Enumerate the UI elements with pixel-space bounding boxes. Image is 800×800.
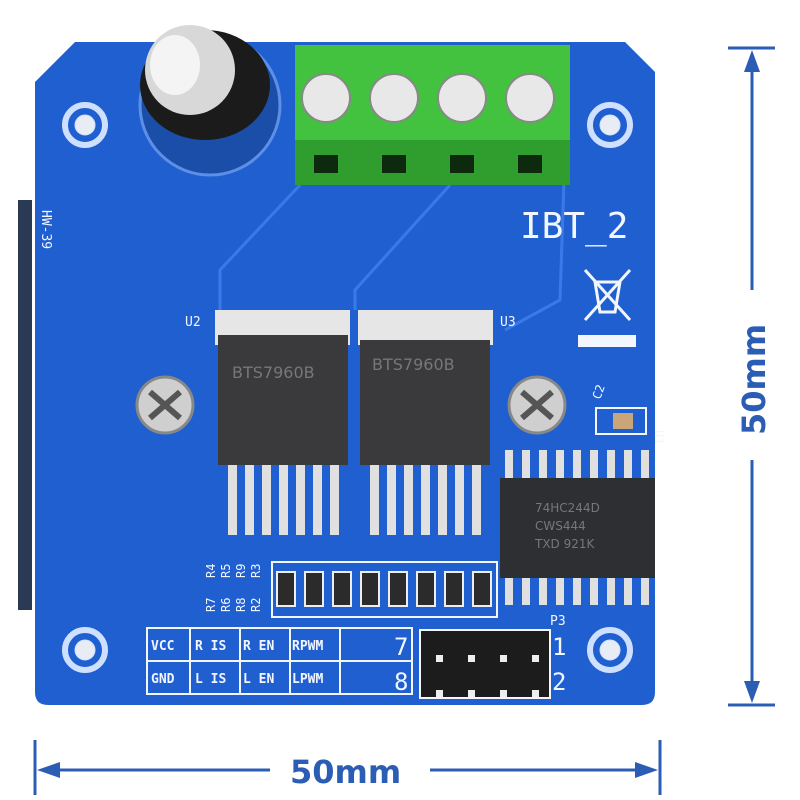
c2-capacitor: [613, 413, 633, 429]
chip-u3: BTS7960B: [358, 310, 493, 535]
u3-label: U3: [500, 315, 516, 330]
board-title: IBT_2: [520, 206, 628, 247]
c2-outline: [595, 407, 647, 435]
mounting-holes: [62, 102, 633, 673]
pin-label-lpwm: LPWM: [292, 672, 323, 687]
c2-label: C2: [590, 383, 608, 401]
svg-text:R2: R2: [249, 598, 263, 612]
u1-part-number: 74HC244D: [535, 501, 600, 515]
svg-text:R7: R7: [204, 598, 218, 612]
electrolytic-capacitor: [138, 25, 282, 177]
svg-text:R9: R9: [234, 564, 248, 578]
svg-text:R6: R6: [219, 598, 233, 612]
pin-label-table: VCC R IS R EN RPWM GND L IS L EN LPWM 7 …: [146, 614, 566, 696]
svg-text:R4: R4: [204, 564, 218, 578]
pin-number-7: 7: [394, 633, 408, 661]
width-dimension: [33, 740, 662, 795]
svg-text:R5: R5: [219, 564, 233, 578]
pcb-edge-shadow: [18, 200, 32, 610]
pin-label-r-en: R EN: [243, 639, 274, 654]
svg-text:R8: R8: [234, 598, 248, 612]
height-dimension: [728, 46, 775, 707]
pin-number-1: 1: [552, 633, 566, 661]
pin-label-l-en: L EN: [243, 672, 274, 687]
pin-number-2: 2: [552, 668, 566, 696]
pin-label-r-is: R IS: [195, 639, 226, 654]
resistor-labels: R4 R5 R9 R3 R7 R6 R8 R2: [204, 564, 263, 612]
u1-label: U1: [652, 430, 666, 444]
width-dimension-label: 50mm: [290, 753, 401, 791]
pin-label-gnd: GND: [151, 672, 175, 687]
svg-text:R3: R3: [249, 564, 263, 578]
chip-u2: BTS7960B: [215, 310, 350, 535]
u1-marking-2: CWS444: [535, 519, 586, 533]
resistor-array: [271, 561, 498, 618]
pin-label-rpwm: RPWM: [292, 639, 323, 654]
pin-label-l-is: L IS: [195, 672, 226, 687]
pcb-traces: [218, 149, 567, 332]
height-dimension-label: 50mm: [735, 324, 773, 435]
pin-header-p3: [419, 629, 551, 699]
screws: [135, 375, 567, 435]
screw-terminal-block: [295, 45, 570, 185]
board-model: HW-39: [38, 210, 53, 249]
u2-part-number: BTS7960B: [232, 363, 315, 382]
pin-label-vcc: VCC: [151, 639, 174, 654]
chip-u1: 74HC244D CWS444 TXD 921K: [500, 450, 655, 605]
u1-marking-3: TXD 921K: [534, 537, 596, 551]
pin-number-8: 8: [394, 668, 408, 696]
p3-label: P3: [550, 614, 566, 629]
u3-part-number: BTS7960B: [372, 355, 455, 374]
weee-bin-icon: [578, 268, 636, 347]
u2-label: U2: [185, 315, 201, 330]
